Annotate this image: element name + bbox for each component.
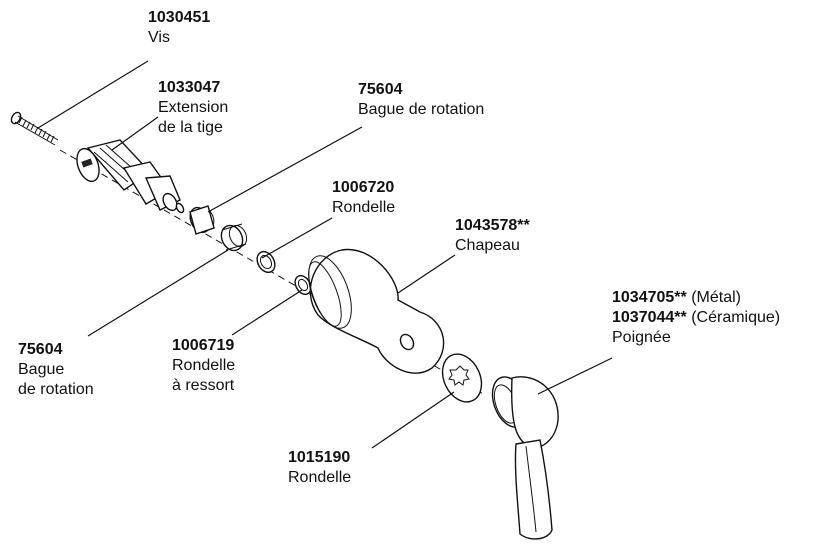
screw-drawing <box>10 111 59 146</box>
part-name: Chapeau <box>455 237 520 254</box>
stem-extension-drawing <box>76 139 185 214</box>
leader-handle <box>537 357 613 395</box>
leader-washer-1006720 <box>261 217 333 259</box>
leader-rotation-ring-top <box>207 126 363 213</box>
part-name-line-2: de la tige <box>158 119 223 136</box>
label-washer-1006720: 1006720 Rondelle <box>332 178 395 218</box>
part-note: (Céramique) <box>691 309 781 326</box>
leader-screw <box>37 60 149 129</box>
part-name-line-2: à ressort <box>172 377 235 394</box>
cap-drawing <box>308 248 445 374</box>
part-note: (Métal) <box>691 289 741 306</box>
leader-cap <box>397 254 456 294</box>
part-number: 1037044** <box>612 309 687 326</box>
part-name-line-1: Bague <box>18 361 65 378</box>
label-handle: 1034705** (Métal) 1037044** (Céramique) … <box>612 288 780 348</box>
part-number: 1030451 <box>148 9 211 26</box>
part-number: 1006719 <box>172 337 235 354</box>
label-spring-washer: 1006719 Rondelle à ressort <box>172 336 235 396</box>
label-stem-extension: 1033047 Extension de la tige <box>158 78 228 138</box>
part-name: Vis <box>148 29 170 46</box>
part-number-line-2: 1037044** (Céramique) <box>612 308 780 328</box>
rotation-ring-bottom-drawing <box>220 223 248 252</box>
part-number-line-1: 1034705** (Métal) <box>612 288 780 308</box>
part-name-line-2: de rotation <box>18 381 94 398</box>
part-number: 1034705** <box>612 289 687 306</box>
part-number: 75604 <box>358 81 403 98</box>
label-rotation-ring-bottom: 75604 Bague de rotation <box>18 340 94 400</box>
label-cap: 1043578** Chapeau <box>455 216 530 256</box>
part-number: 1006720 <box>332 179 395 196</box>
part-name: Rondelle <box>332 199 396 216</box>
washer-1006720-drawing <box>256 250 276 274</box>
leader-washer-1015190 <box>371 391 455 449</box>
part-number: 75604 <box>18 341 63 358</box>
part-number: 1015190 <box>288 449 351 466</box>
leader-stem-extension <box>111 116 159 151</box>
part-name: Rondelle <box>288 469 352 486</box>
leader-spring-washer <box>231 289 303 336</box>
rotation-ring-top-drawing <box>189 205 215 235</box>
part-name-line-1: Rondelle <box>172 357 236 374</box>
part-number: 1043578** <box>455 217 530 234</box>
part-number: 1033047 <box>158 79 221 96</box>
part-name: Poignée <box>612 329 671 346</box>
part-name-line-1: Extension <box>158 99 229 116</box>
handle-drawing <box>491 376 559 540</box>
label-rotation-ring-top: 75604 Bague de rotation <box>358 80 484 120</box>
leader-rotation-ring-bottom <box>87 249 229 337</box>
label-screw: 1030451 Vis <box>148 8 210 48</box>
part-name: Bague de rotation <box>358 101 485 118</box>
washer-1015190-drawing <box>441 353 483 403</box>
label-washer-1015190: 1015190 Rondelle <box>288 448 351 488</box>
